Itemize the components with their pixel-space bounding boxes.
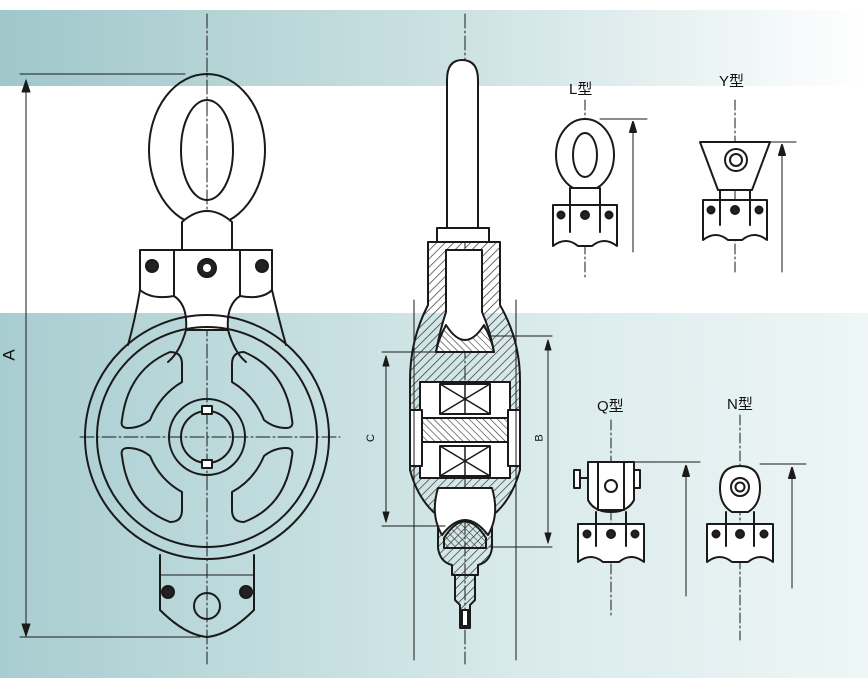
l-type-label: L型 [569, 81, 593, 98]
dimension-a-label: A [0, 349, 19, 361]
dimension-b-c [381, 299, 553, 661]
background-band-top [0, 10, 868, 86]
dimension-c-label: C [364, 434, 377, 442]
y-type-view [699, 99, 797, 273]
n-type-view [706, 414, 807, 641]
dimension-a [19, 73, 201, 638]
q-type-view [573, 419, 701, 616]
q-type-label: Q型 [597, 398, 624, 415]
dimension-b-label: B [533, 434, 546, 442]
y-type-label: Y型 [719, 73, 745, 90]
l-type-view [552, 99, 648, 279]
n-type-label: N型 [727, 396, 753, 413]
front-view [79, 13, 341, 665]
section-view [409, 13, 521, 665]
